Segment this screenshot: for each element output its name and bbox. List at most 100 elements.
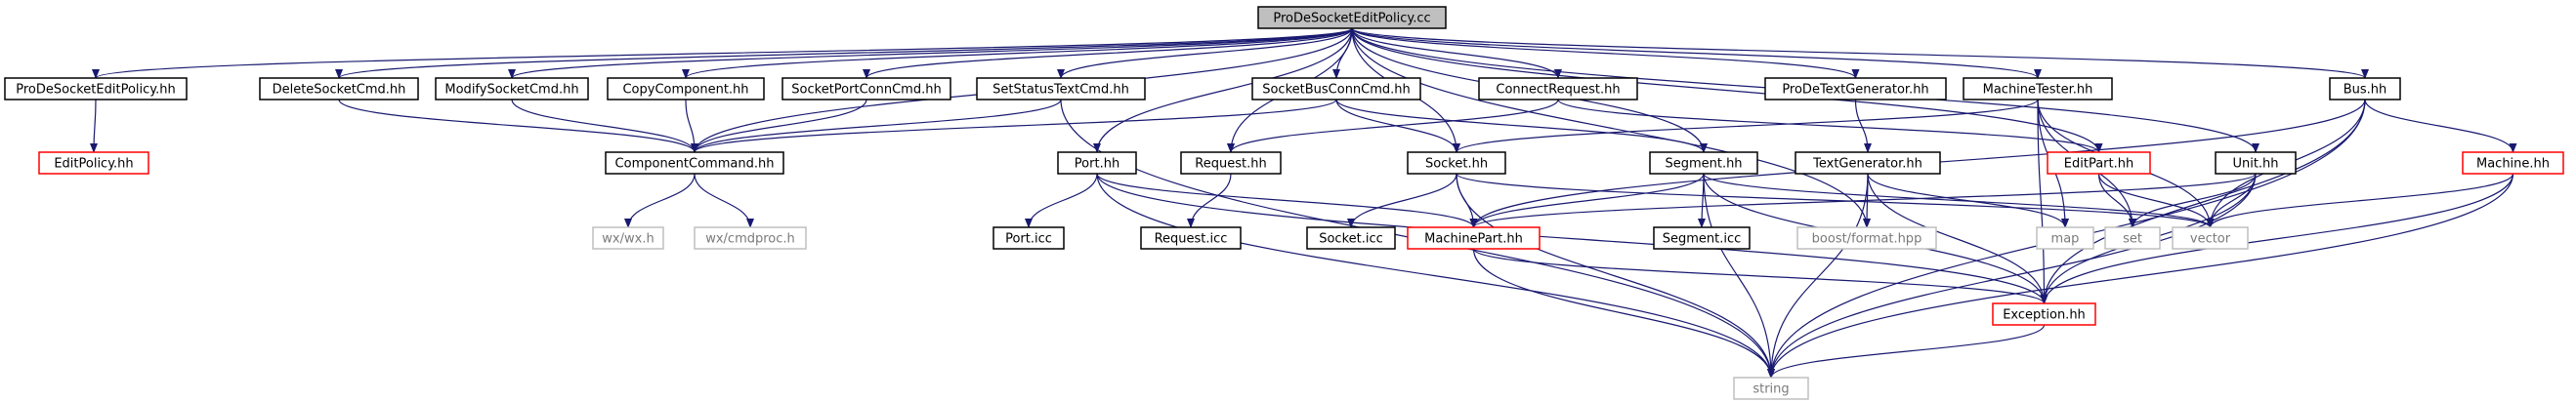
- node-label: Request.icc: [1155, 232, 1228, 247]
- nodes-layer: ProDeSocketEditPolicy.ccProDeSocketEditP…: [4, 6, 2564, 400]
- edge-componentcommand-to-wxwx: [624, 173, 696, 228]
- node-label: DeleteSocketCmd.hh: [273, 83, 406, 98]
- node-box: [1795, 151, 1941, 175]
- edge-componentcommand-to-wxcmdproc: [694, 173, 754, 228]
- node-label: Machine.hh: [2476, 157, 2550, 172]
- node-box: [1407, 151, 1506, 175]
- edge-request_hh-to-request_icc: [1187, 173, 1232, 228]
- edge-unit-to-string: [1767, 173, 2257, 379]
- node-port-icc[interactable]: Port.icc: [992, 226, 1065, 250]
- node-segment-hh[interactable]: Segment.hh: [1649, 151, 1758, 175]
- edge-root-to-connectrequest: [1351, 27, 1562, 79]
- node-label: Segment.hh: [1665, 157, 1742, 172]
- node-box: [1407, 226, 1541, 250]
- node-box: [1180, 151, 1282, 175]
- node-box: [435, 77, 589, 100]
- node-socketbusconncmd[interactable]: SocketBusConnCmd.hh: [1251, 77, 1421, 100]
- node-box: [2329, 77, 2401, 100]
- node-label: Port.hh: [1075, 157, 1119, 172]
- node-label: ProDeSocketEditPolicy.cc: [1273, 12, 1430, 26]
- node-label: SetStatusTextCmd.hh: [992, 83, 1129, 98]
- node-label: ComponentCommand.hh: [615, 157, 775, 172]
- node-label: set: [2123, 232, 2142, 247]
- node-wxcmdproc: wx/cmdproc.h: [694, 226, 807, 250]
- edge-root-to-prodesocketeditpolicy_hh: [92, 27, 1353, 79]
- node-label: ProDeTextGenerator.hh: [1782, 83, 1928, 98]
- edge-bus-to-exception: [2040, 99, 2366, 304]
- node-box: [1733, 377, 1809, 400]
- node-machinepart[interactable]: MachinePart.hh: [1407, 226, 1541, 250]
- node-box: [1653, 226, 1751, 250]
- edge-port_hh-to-machinepart: [1096, 173, 1478, 228]
- node-machinetester[interactable]: MachineTester.hh: [1963, 77, 2113, 100]
- node-root[interactable]: ProDeSocketEditPolicy.cc: [1257, 6, 1447, 29]
- node-box: [605, 151, 784, 175]
- edge-modifysocketcmd-to-componentcommand: [511, 99, 698, 153]
- node-editpolicy[interactable]: EditPolicy.hh: [38, 151, 149, 175]
- edge-root-to-boostformat: [1351, 27, 1871, 228]
- node-editpart[interactable]: EditPart.hh: [2047, 151, 2151, 175]
- node-request-hh[interactable]: Request.hh: [1180, 151, 1282, 175]
- node-label: map: [2051, 232, 2080, 247]
- node-label: Exception.hh: [2003, 308, 2086, 323]
- node-box: [2462, 151, 2564, 175]
- node-copycomponent[interactable]: CopyComponent.hh: [607, 77, 765, 100]
- node-connectrequest[interactable]: ConnectRequest.hh: [1478, 77, 1638, 100]
- node-socket-hh[interactable]: Socket.hh: [1407, 151, 1506, 175]
- edge-textgenerator-to-map: [1867, 173, 2069, 228]
- edge-machine-to-vector: [2206, 173, 2514, 228]
- node-box: [1764, 77, 1947, 100]
- node-box: [992, 226, 1065, 250]
- node-box: [781, 77, 951, 100]
- edge-connectrequest-to-request_hh: [1227, 99, 1559, 153]
- node-exception[interactable]: Exception.hh: [1992, 302, 2096, 326]
- node-label: wx/cmdproc.h: [705, 232, 795, 247]
- node-request-icc[interactable]: Request.icc: [1140, 226, 1242, 250]
- node-machine[interactable]: Machine.hh: [2462, 151, 2564, 175]
- node-box: [1963, 77, 2113, 100]
- edge-textgenerator-to-exception: [1867, 173, 2048, 304]
- node-port-hh[interactable]: Port.hh: [1057, 151, 1137, 175]
- edge-editpart-to-vector: [2097, 173, 2215, 228]
- node-textgenerator[interactable]: TextGenerator.hh: [1795, 151, 1941, 175]
- node-componentcommand[interactable]: ComponentCommand.hh: [605, 151, 784, 175]
- node-socketportconncmd[interactable]: SocketPortConnCmd.hh: [781, 77, 951, 100]
- node-segment-icc[interactable]: Segment.icc: [1653, 226, 1751, 250]
- node-prodetextgenerator[interactable]: ProDeTextGenerator.hh: [1764, 77, 1947, 100]
- edge-root-to-setstatustextcmd: [1057, 27, 1353, 79]
- edge-root-to-copycomponent: [682, 27, 1353, 79]
- edge-machine-to-string: [1767, 173, 2514, 379]
- node-label: vector: [2190, 232, 2231, 247]
- node-boostformat: boost/format.hpp: [1796, 226, 1937, 250]
- node-setstatustextcmd[interactable]: SetStatusTextCmd.hh: [976, 77, 1146, 100]
- edge-port_hh-to-port_icc: [1025, 173, 1098, 228]
- node-box: [2215, 151, 2297, 175]
- node-box: [2172, 226, 2249, 250]
- node-label: boost/format.hpp: [1812, 232, 1922, 247]
- edge-connectrequest-to-editpart: [1557, 99, 2103, 153]
- node-wxwx: wx/wx.h: [592, 226, 664, 250]
- node-socket-icc[interactable]: Socket.icc: [1306, 226, 1396, 250]
- node-box: [4, 77, 188, 100]
- edge-machinepart-to-exception: [1472, 248, 2048, 304]
- edge-unit-to-set: [2129, 173, 2257, 228]
- node-box: [592, 226, 664, 250]
- node-box: [259, 77, 419, 100]
- edge-socket_hh-to-socket_icc: [1347, 173, 1457, 228]
- node-bus[interactable]: Bus.hh: [2329, 77, 2401, 100]
- edge-prodesocketeditpolicy_hh-to-editpolicy: [90, 99, 99, 153]
- edge-root-to-socketportconncmd: [863, 27, 1353, 79]
- edge-port_hh-to-exception: [1096, 173, 2048, 304]
- node-unit[interactable]: Unit.hh: [2215, 151, 2297, 175]
- node-modifysocketcmd[interactable]: ModifySocketCmd.hh: [435, 77, 589, 100]
- edge-bus-to-machine: [2364, 99, 2517, 153]
- node-vector: vector: [2172, 226, 2249, 250]
- node-map: map: [2036, 226, 2094, 250]
- node-label: SocketBusConnCmd.hh: [1262, 83, 1411, 98]
- node-label: EditPolicy.hh: [54, 157, 133, 172]
- node-deletesocketcmd[interactable]: DeleteSocketCmd.hh: [259, 77, 419, 100]
- edge-port_hh-to-string: [1096, 173, 1775, 379]
- node-box: [1478, 77, 1638, 100]
- node-prodesocketeditpolicy-hh[interactable]: ProDeSocketEditPolicy.hh: [4, 77, 188, 100]
- node-label: EditPart.hh: [2064, 157, 2133, 172]
